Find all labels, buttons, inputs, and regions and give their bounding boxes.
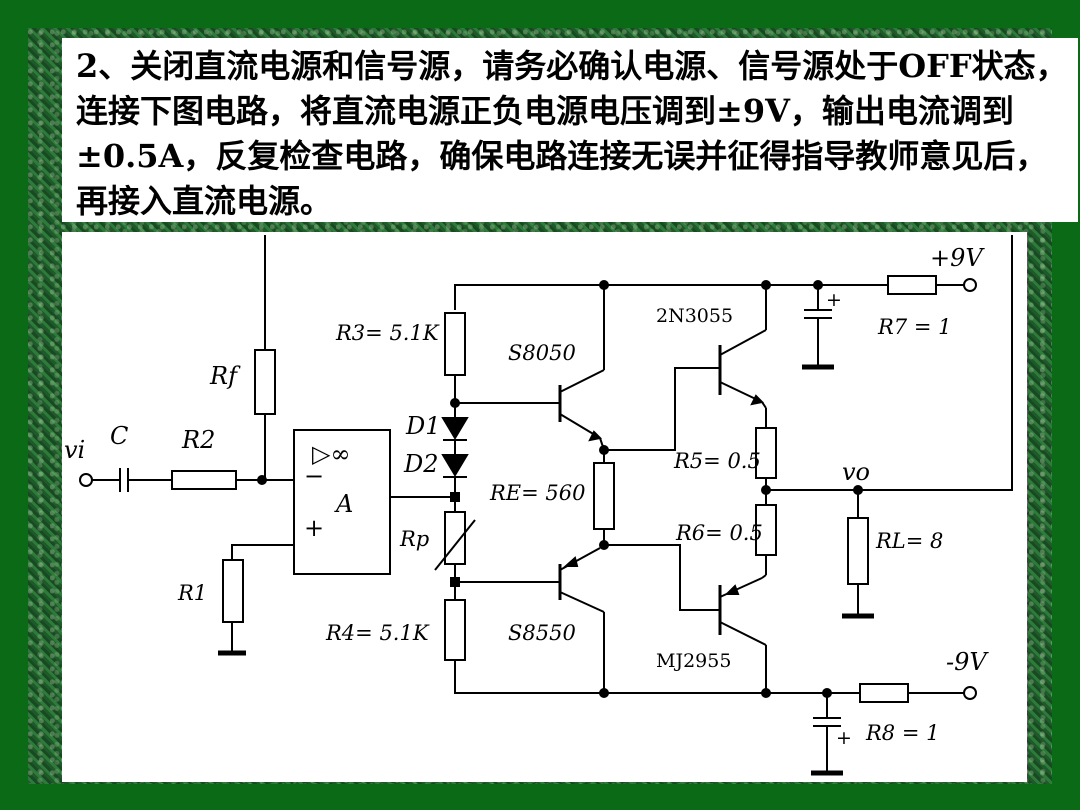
resistor-rl [847, 517, 869, 585]
label-q4: MJ2955 [656, 650, 731, 672]
resistor-rf [254, 349, 276, 415]
label-r4: R4= 5.1K [325, 621, 430, 645]
label-opamp-a: A [334, 490, 353, 518]
instruction-panel [62, 38, 1078, 222]
resistor-rp [444, 511, 466, 565]
resistor-r1 [222, 559, 244, 623]
label-q2: S8550 [508, 621, 576, 645]
resistor-re [593, 462, 615, 530]
label-vo: vo [842, 458, 870, 486]
label-cap-plus-top: + [826, 289, 842, 311]
label-re: RE= 560 [489, 481, 586, 505]
feedback-wire [765, 235, 1013, 491]
label-q1: S8050 [508, 341, 576, 365]
label-opamp-minus: − [304, 462, 324, 490]
resistor-r8 [859, 683, 909, 703]
label-d1: D1 [405, 412, 441, 440]
label-q3: 2N3055 [656, 305, 733, 327]
label-opamp-symbol: ▷∞ [312, 440, 350, 468]
label-rf: Rf [209, 362, 241, 390]
label-vi: vi [64, 436, 85, 464]
input-terminal-vi [79, 473, 93, 487]
label-d2: D2 [403, 450, 439, 478]
label-r1: R1 [177, 581, 207, 605]
resistor-r7 [887, 275, 937, 295]
label-r2: R2 [181, 426, 215, 454]
resistor-r3 [444, 312, 466, 376]
label-r8: R8 = 1 [865, 721, 939, 745]
label-rl: RL= 8 [875, 529, 943, 553]
label-r7: R7 = 1 [877, 315, 951, 339]
diode-d2 [441, 454, 469, 477]
opamp-a [293, 429, 391, 575]
label-neg9v: -9V [946, 648, 989, 676]
top-rail [454, 284, 888, 310]
label-r5: R5= 0.5 [673, 449, 761, 473]
label-c: C [110, 422, 128, 450]
bottom-rail [454, 660, 860, 694]
label-opamp-plus: + [304, 514, 324, 542]
resistor-r2 [171, 470, 237, 490]
terminal-pos9v [963, 278, 977, 292]
label-cap-plus-bottom: + [836, 727, 852, 749]
diode-d1 [441, 417, 469, 440]
resistor-r4 [444, 599, 466, 661]
terminal-neg9v [963, 686, 977, 700]
instruction-text: 2、关闭直流电源和信号源，请务必确认电源、信号源处于OFF状态，连接下图电路，将… [76, 47, 1068, 220]
label-r6: R6= 0.5 [675, 521, 763, 545]
label-r3: R3= 5.1K [335, 321, 440, 345]
label-rp: Rp [399, 527, 429, 551]
label-pos9v: +9V [930, 244, 985, 272]
